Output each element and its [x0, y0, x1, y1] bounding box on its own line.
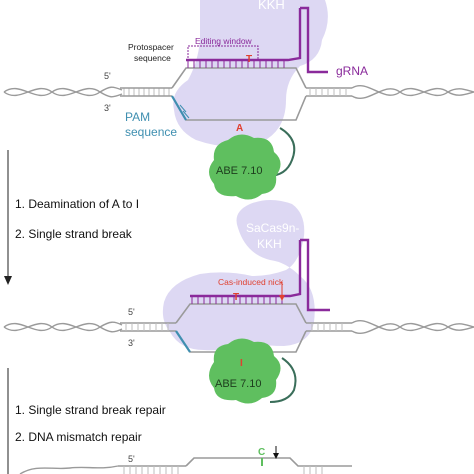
repair-arrow-head [273, 453, 279, 459]
protein-title-partial: KKH [258, 0, 285, 12]
step1-2: 2. Single strand break [15, 227, 133, 241]
pam-segment [171, 95, 187, 121]
pam-rungs [179, 104, 190, 119]
protein-title-line2: KKH [257, 237, 282, 251]
target-base-top-2: T [233, 292, 239, 303]
grna-backbone-2 [190, 238, 330, 312]
final-helix-left [19, 465, 119, 474]
abe-enzyme-2 [209, 338, 281, 404]
enzyme-label: ABE 7.10 [216, 165, 262, 177]
three-prime-label-2: 3' [128, 338, 135, 348]
target-base-top: T [246, 54, 252, 65]
five-prime-label: 5' [104, 71, 111, 81]
nick-label: Cas-induced nick [218, 277, 284, 287]
three-prime-label: 3' [104, 103, 111, 113]
pam-segment-2 [175, 330, 191, 353]
cas9-protein-blob-2 [162, 200, 315, 351]
enzyme-tether-2 [269, 357, 297, 403]
pam-label-line2: sequence [125, 125, 177, 139]
target-base-bottom: A [236, 123, 243, 134]
enzyme-label-2: ABE 7.10 [215, 378, 261, 390]
five-prime-label-2: 5' [128, 307, 135, 317]
step1-1: 1. Deamination of A to I [15, 197, 139, 211]
dna-ladder-left [123, 88, 170, 96]
editing-window-label: Editing window [195, 36, 253, 46]
target-base-bottom-2: I [240, 358, 243, 369]
protospacer-label-line2: sequence [134, 53, 171, 63]
nick-arrow-head [279, 295, 285, 301]
step2-1: 1. Single strand break repair [15, 403, 166, 417]
dna-ladder-left-2 [125, 323, 169, 331]
pam-label-line1: PAM [125, 110, 150, 124]
protospacer-label-line1: Protospacer [128, 42, 174, 52]
panel-3: C 5' [19, 446, 352, 474]
panel-2: SaCas9n- KKH [3, 200, 474, 404]
step-group-1: 1. Deamination of A to I 2. Single stran… [4, 150, 139, 285]
enzyme-tether [267, 127, 296, 177]
abe-enzyme [209, 134, 281, 200]
step2-2: 2. DNA mismatch repair [15, 430, 142, 444]
final-top-strand-bubble [185, 457, 352, 467]
dna-helix-right [351, 85, 474, 99]
dna-ladder-right [309, 88, 347, 96]
step-group-2: 1. Single strand break repair 2. DNA mis… [7, 368, 166, 474]
edited-base-label: C [258, 447, 265, 458]
top-strand-bubble-2 [175, 303, 307, 324]
grna-label: gRNA [336, 64, 368, 78]
top-strand-bubble [171, 67, 307, 89]
cas9-protein-blob [173, 0, 328, 147]
protein-title-line1: SaCas9n- [246, 221, 299, 235]
dna-ladder-right-2 [311, 323, 343, 331]
grna-spacer [187, 60, 285, 68]
dna-helix-left [3, 86, 123, 98]
panel-1: KKH [3, 0, 474, 200]
final-ladder [123, 466, 323, 474]
step-arrow-1-head [4, 276, 12, 285]
five-prime-label-3: 5' [128, 454, 135, 464]
dna-helix-left-2 [3, 321, 123, 333]
editing-window-box [187, 45, 259, 61]
dna-helix-right-2 [351, 320, 474, 334]
